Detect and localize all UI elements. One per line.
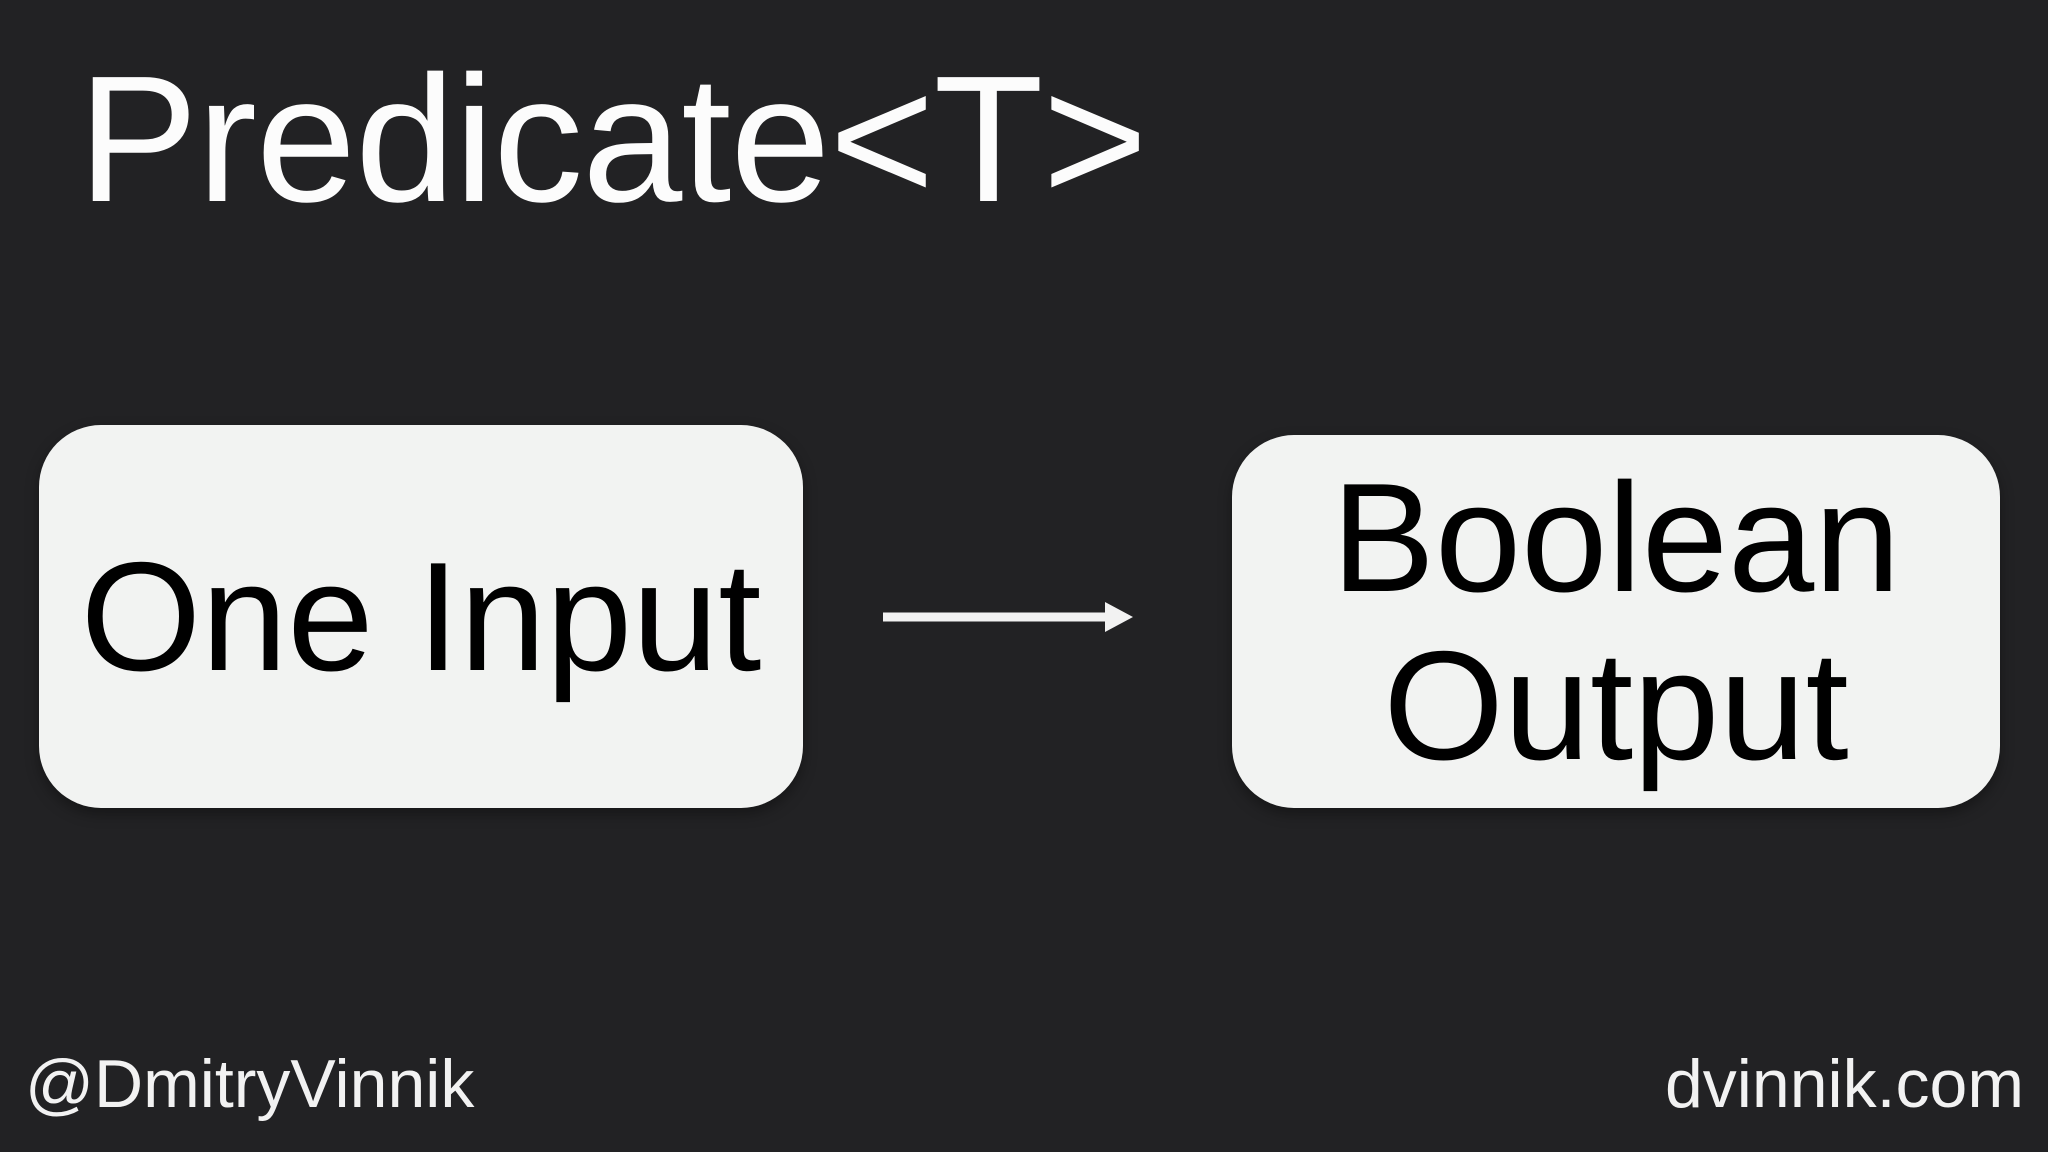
node-boolean-output-label: Boolean Output bbox=[1331, 451, 1901, 792]
slide-title: Predicate<T> bbox=[78, 39, 1148, 240]
node-one-input-label: One Input bbox=[80, 529, 762, 703]
node-one-input: One Input bbox=[39, 425, 803, 808]
footer-author-handle: @DmitryVinnik bbox=[25, 1046, 475, 1122]
right-arrow-icon bbox=[883, 602, 1133, 632]
footer-website: dvinnik.com bbox=[1664, 1046, 2024, 1122]
node-boolean-output: Boolean Output bbox=[1232, 435, 2000, 808]
